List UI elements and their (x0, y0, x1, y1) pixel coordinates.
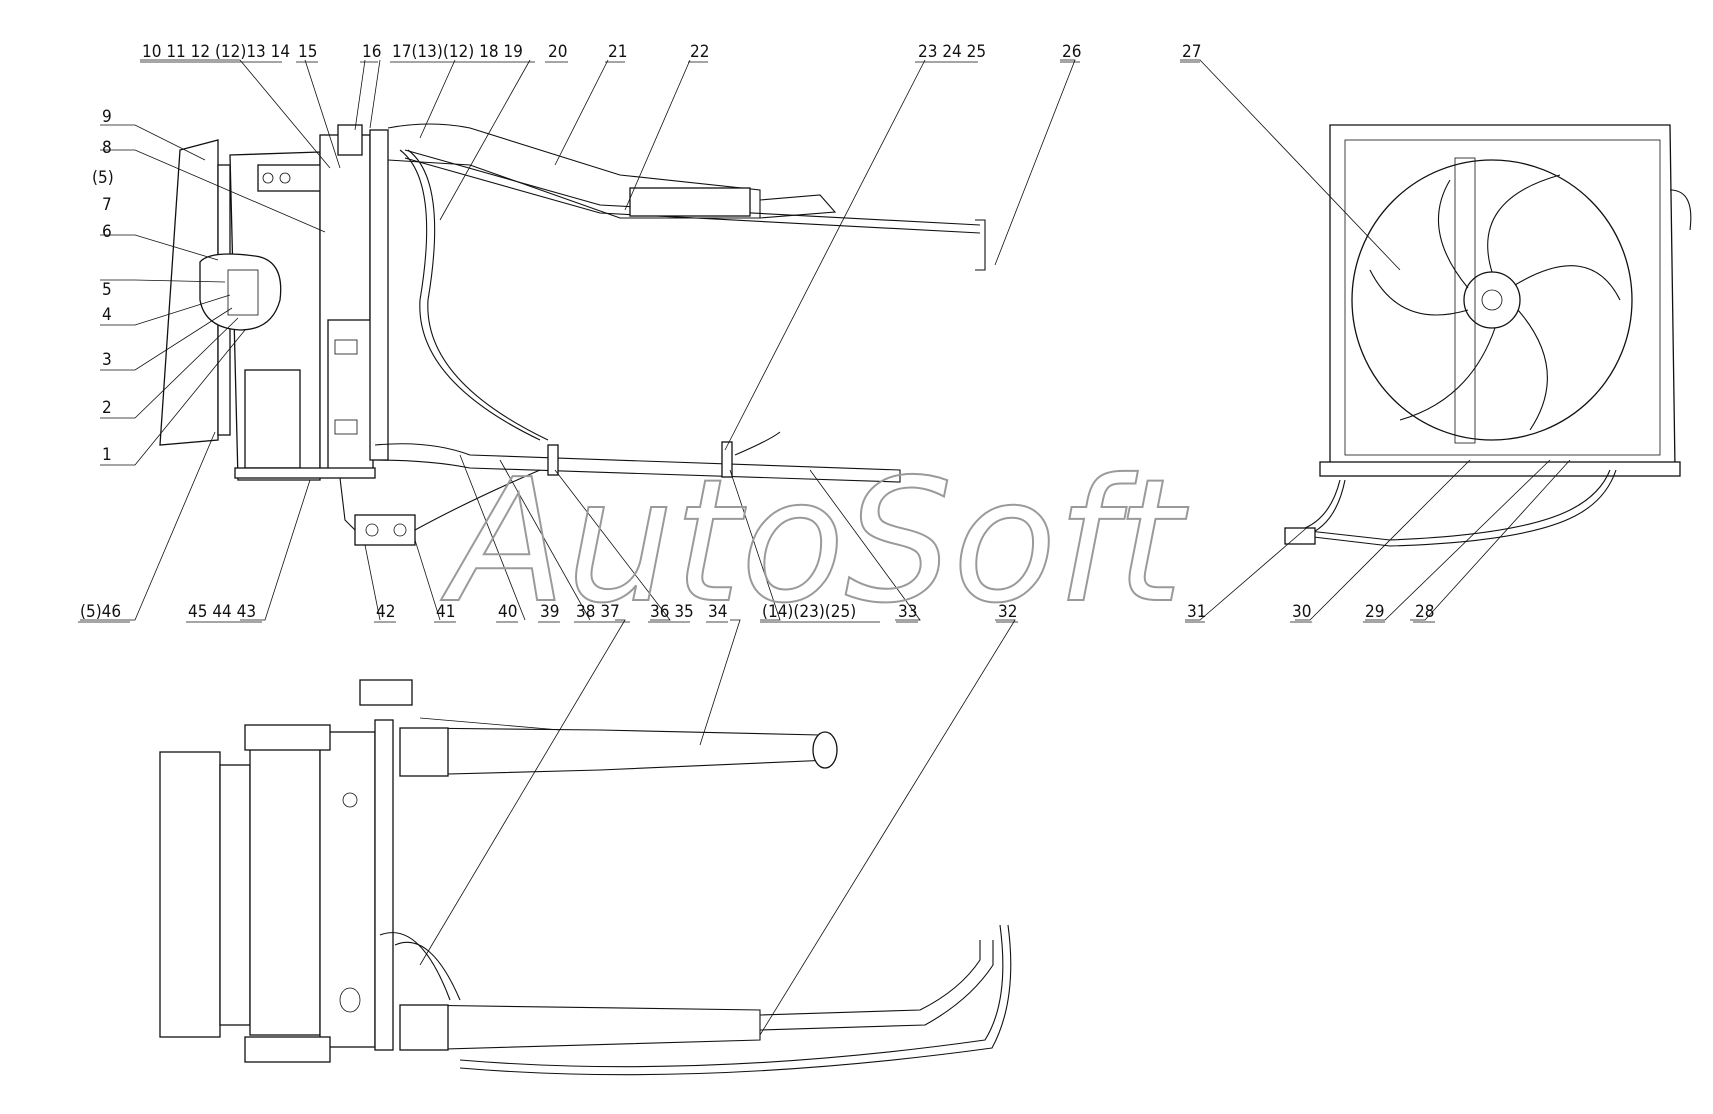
label-43-45: 45 44 43 (188, 602, 256, 622)
label-2: 2 (102, 398, 112, 418)
label-33: 33 (898, 602, 917, 622)
label-4: 4 (102, 305, 112, 325)
label-39: 39 (540, 602, 559, 622)
fan-assembly-front-view (1284, 124, 1692, 547)
label-10-14: 10 11 12 (12)13 14 (142, 42, 290, 62)
label-21: 21 (608, 42, 627, 62)
label-30: 30 (1292, 602, 1311, 622)
label-3: 3 (102, 350, 112, 370)
label-5: 5 (102, 280, 112, 300)
label-34: 34 (708, 602, 727, 622)
label-14-23-25: (14)(23)(25) (762, 602, 856, 622)
leader-lines (80, 59, 1571, 1036)
label-23-25: 23 24 25 (918, 42, 986, 62)
label-20: 20 (548, 42, 567, 62)
radiator-assembly-top-view (159, 679, 1012, 1076)
label-9: 9 (102, 107, 112, 127)
label-1: 1 (102, 445, 112, 465)
label-40: 40 (498, 602, 517, 622)
label-32: 32 (998, 602, 1017, 622)
label-31: 31 (1187, 602, 1206, 622)
label-22: 22 (690, 42, 709, 62)
label-37-38: 38 37 (576, 602, 620, 622)
label-26: 26 (1062, 42, 1081, 62)
label-5-ref: (5) (92, 168, 114, 188)
label-6: 6 (102, 222, 112, 242)
label-29: 29 (1365, 602, 1384, 622)
label-27: 27 (1182, 42, 1201, 62)
label-16: 16 (362, 42, 381, 62)
label-42: 42 (376, 602, 395, 622)
watermark: AutoSoft (440, 443, 1188, 641)
label-underlines (78, 61, 1435, 623)
label-41: 41 (436, 602, 455, 622)
label-7: 7 (102, 195, 112, 215)
radiator-assembly-side-view (159, 123, 986, 546)
callout-labels: 1 2 3 4 5 6 7 (5) 8 9 10 11 12 (12)13 14… (80, 42, 1434, 622)
label-46: (5)46 (80, 602, 121, 622)
label-15: 15 (298, 42, 317, 62)
label-17-19: 17(13)(12) 18 19 (392, 42, 523, 62)
label-35-36: 36 35 (650, 602, 694, 622)
label-8: 8 (102, 138, 112, 158)
label-28: 28 (1415, 602, 1434, 622)
